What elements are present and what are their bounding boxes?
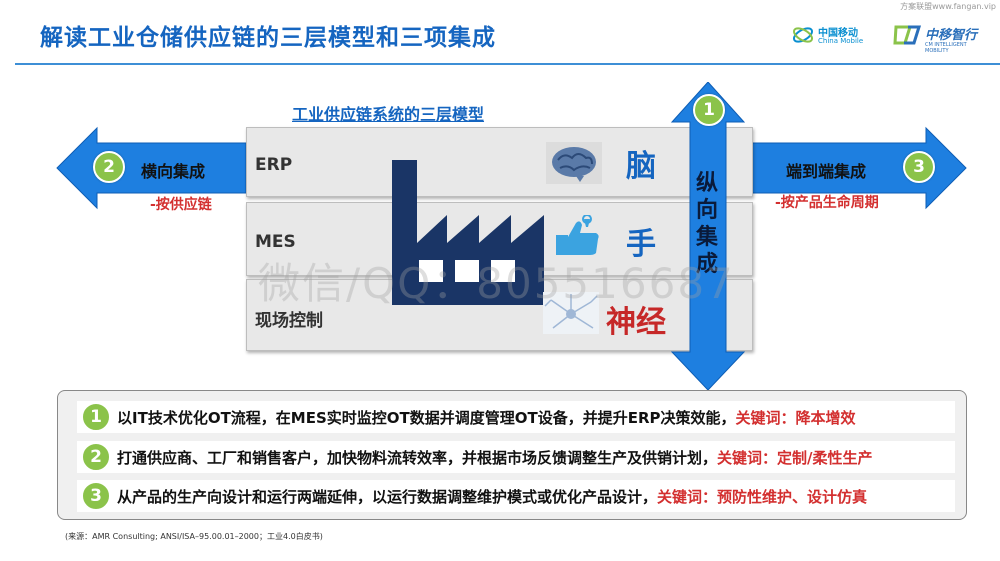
vertical-integration-label: 纵向集成 [695,171,718,277]
watermark-overlay: 微信/QQ：805516687 [258,259,735,308]
page-title: 解读工业仓储供应链的三层模型和三项集成 [40,25,496,51]
brain-icon [546,142,602,184]
end-to-end-integration-sub: -按产品生命周期 [775,195,879,211]
layer-label-erp: ERP [255,155,293,175]
horizontal-integration-label: 横向集成 [141,162,206,181]
summary-item-3-text: 从产品的生产向设计和运行两端延伸，以运行数据调整维护模式或优化产品设计，关键词：… [117,486,867,507]
horizontal-integration-sub: -按供应链 [150,197,212,213]
summary-item-1: 1 以IT技术优化OT流程，在MES实时监控OT数据并调度管理OT设备，并提升E… [77,401,955,433]
summary-item-2-badge: 2 [81,442,111,472]
end-to-end-integration-label: 端到端集成 [786,162,867,181]
china-mobile-logo-icon [792,27,814,43]
layer-char-brain: 脑 [626,149,656,184]
header-divider [15,63,1000,65]
summary-item-2-desc: 打通供应商、工厂和销售客户，加快物料流转效率，并根据市场反馈调整生产及供销计划， [117,449,718,467]
summary-item-3-badge: 3 [81,481,111,511]
summary-item-3-desc: 从产品的生产向设计和运行两端延伸，以运行数据调整维护模式或优化产品设计， [117,488,658,506]
badge-horizontal-integration: 2 [93,151,125,183]
zhongyi-logo-en: CM INTELLIGENT MOBILITY [925,42,967,54]
summary-item-1-desc: 以IT技术优化OT流程，在MES实时监控OT数据并调度管理OT设备，并提升ERP… [117,409,736,427]
layer-label-mes: MES [255,232,296,252]
neuron-icon [543,292,599,334]
thumbs-up-wrench-icon [556,215,599,255]
summary-item-3: 3 从产品的生产向设计和运行两端延伸，以运行数据调整维护模式或优化产品设计，关键… [77,480,955,512]
summary-item-2-keyword: 关键词：定制/柔性生产 [717,449,873,467]
china-mobile-logo-en: China Mobile [818,37,864,45]
summary-item-1-text: 以IT技术优化OT流程，在MES实时监控OT数据并调度管理OT设备，并提升ERP… [117,407,856,428]
layer-label-field-control: 现场控制 [255,311,323,331]
summary-item-1-badge: 1 [81,402,111,432]
summary-item-2: 2 打通供应商、工厂和销售客户，加快物料流转效率，并根据市场反馈调整生产及供销计… [77,441,955,473]
layer-erp: ERP [246,127,753,197]
factory-icon [392,160,544,305]
model-title: 工业供应链系统的三层模型 [292,105,485,124]
china-mobile-logo: 中国移动 China Mobile [792,22,872,50]
summary-item-1-keyword: 关键词：降本增效 [735,409,856,427]
zhongyi-logo-icon [893,25,921,45]
layer-char-nerve: 神经 [606,305,666,340]
china-mobile-logo-cn: 中国移动 [818,28,858,39]
layer-char-hand: 手 [626,227,656,262]
zhongyi-logo-cn: 中移智行 [925,28,978,43]
site-watermark-text: 方案联盟www.fangan.vip [900,2,996,11]
source-citation: (来源：AMR Consulting; ANSI/ISA–95.00.01–20… [65,532,323,541]
badge-end-to-end-integration: 3 [903,151,935,183]
summary-item-3-keyword: 关键词：预防性维护、设计仿真 [657,488,868,506]
zhongyi-logo: 中移智行 CM INTELLIGENT MOBILITY [893,23,988,54]
summary-item-2-text: 打通供应商、工厂和销售客户，加快物料流转效率，并根据市场反馈调整生产及供销计划，… [117,447,873,468]
badge-vertical-integration: 1 [693,94,725,126]
